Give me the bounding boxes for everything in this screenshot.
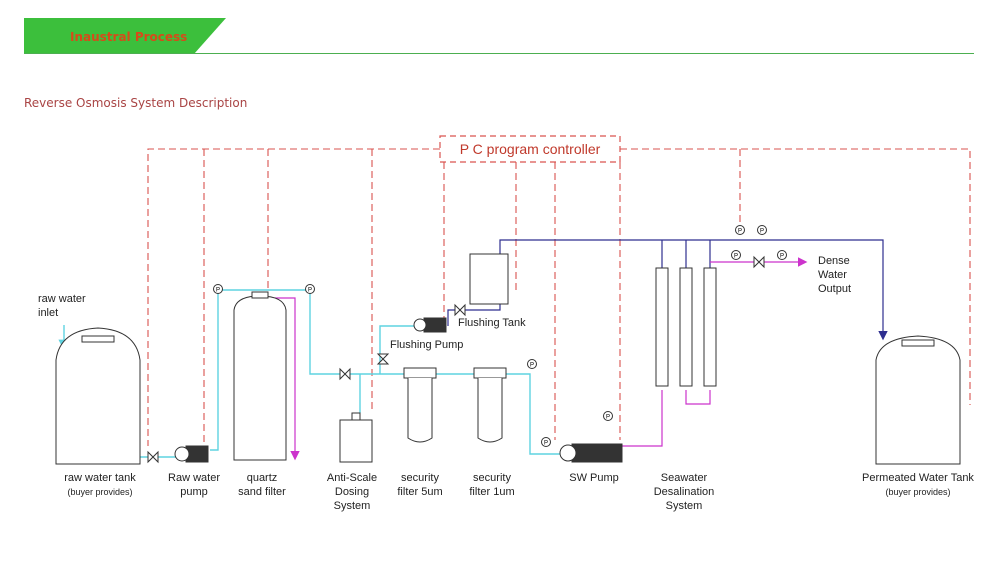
label-security-1-1: filter 1um	[469, 486, 514, 498]
header-banner-label: Inaustral Process	[70, 30, 188, 44]
label-flushing-tank-0: Flushing Tank	[458, 317, 526, 329]
label-anti-scale-2: System	[334, 500, 371, 512]
label-raw-water-pump-0: Raw water	[168, 472, 220, 484]
label-dense-output-2: Output	[818, 283, 851, 295]
label-permeated-tank-0: Permeated Water Tank	[862, 472, 974, 484]
raw-water-pump	[174, 445, 209, 463]
label-anti-scale-0: Anti-Scale	[327, 472, 377, 484]
pressure-gauge-symbol: P	[760, 229, 764, 235]
control-lines	[147, 148, 971, 446]
pressure-gauge-4: P	[735, 225, 745, 235]
permeated-water-tank	[875, 335, 961, 465]
label-dense-output-0: Dense	[818, 255, 850, 267]
security-filter-5um	[403, 367, 437, 443]
pressure-gauge-7: P	[777, 250, 787, 260]
pressure-gauge-symbol: P	[216, 288, 220, 294]
label-permeated-tank-1: (buyer provides)	[885, 487, 950, 497]
pressure-gauge-2: P	[527, 359, 537, 369]
label-dense-output-1: Water	[818, 269, 847, 281]
label-seawater-system-1: Desalination	[654, 486, 715, 498]
pressure-gauge-8: P	[541, 437, 551, 447]
flushing-tank	[469, 253, 509, 305]
label-anti-scale-1: Dosing	[335, 486, 369, 498]
pressure-gauge-3: P	[603, 411, 613, 421]
pressure-gauge-symbol: P	[544, 441, 548, 447]
pressure-gauge-0: P	[213, 284, 223, 294]
pressure-gauge-symbol: P	[734, 254, 738, 260]
pressure-gauge-symbol: P	[738, 229, 742, 235]
label-raw-water-tank-1: (buyer provides)	[67, 487, 132, 497]
pressure-gauge-symbol: P	[530, 363, 534, 369]
membrane-vessels	[655, 267, 717, 387]
label-raw-water-tank-0: raw water tank	[64, 472, 136, 484]
label-quartz-filter-1: sand filter	[238, 486, 286, 498]
label-quartz-filter-0: quartz	[247, 472, 278, 484]
pressure-gauge-6: P	[731, 250, 741, 260]
quartz-sand-filter	[233, 291, 287, 461]
pressure-gauge-symbol: P	[780, 254, 784, 260]
valves	[147, 255, 765, 464]
label-security-5-0: security	[401, 472, 439, 484]
equipment-labels: raw water inlet raw water tank (buyer provi…	[38, 255, 974, 512]
pressure-gauge-symbol: P	[308, 288, 312, 294]
pressure-gauge-5: P	[757, 225, 767, 235]
header-banner	[24, 18, 226, 54]
pressure-gauge-1: P	[305, 284, 315, 294]
header-divider	[24, 53, 974, 54]
label-raw-water-inlet-1: inlet	[38, 307, 58, 319]
flushing-pump	[413, 317, 447, 333]
label-raw-water-inlet-0: raw water	[38, 293, 86, 305]
label-sw-pump-0: SW Pump	[569, 472, 619, 484]
label-security-5-1: filter 5um	[397, 486, 442, 498]
label-flushing-pump-0: Flushing Pump	[390, 339, 463, 351]
sw-pump	[559, 443, 623, 463]
label-security-1-0: security	[473, 472, 511, 484]
label-seawater-system-2: System	[666, 500, 703, 512]
pressure-gauges: P P P P P P P P P	[213, 225, 787, 447]
raw-water-tank	[55, 327, 141, 465]
pc-controller: P C program controller	[439, 135, 621, 163]
label-seawater-system-0: Seawater	[661, 472, 708, 484]
pc-controller-label: P C program controller	[460, 141, 601, 157]
section-title: Reverse Osmosis System Description	[24, 96, 248, 110]
anti-scale-tank	[339, 412, 373, 463]
pressure-gauge-symbol: P	[606, 415, 610, 421]
label-raw-water-pump-1: pump	[180, 486, 208, 498]
security-filter-1um	[473, 367, 507, 443]
